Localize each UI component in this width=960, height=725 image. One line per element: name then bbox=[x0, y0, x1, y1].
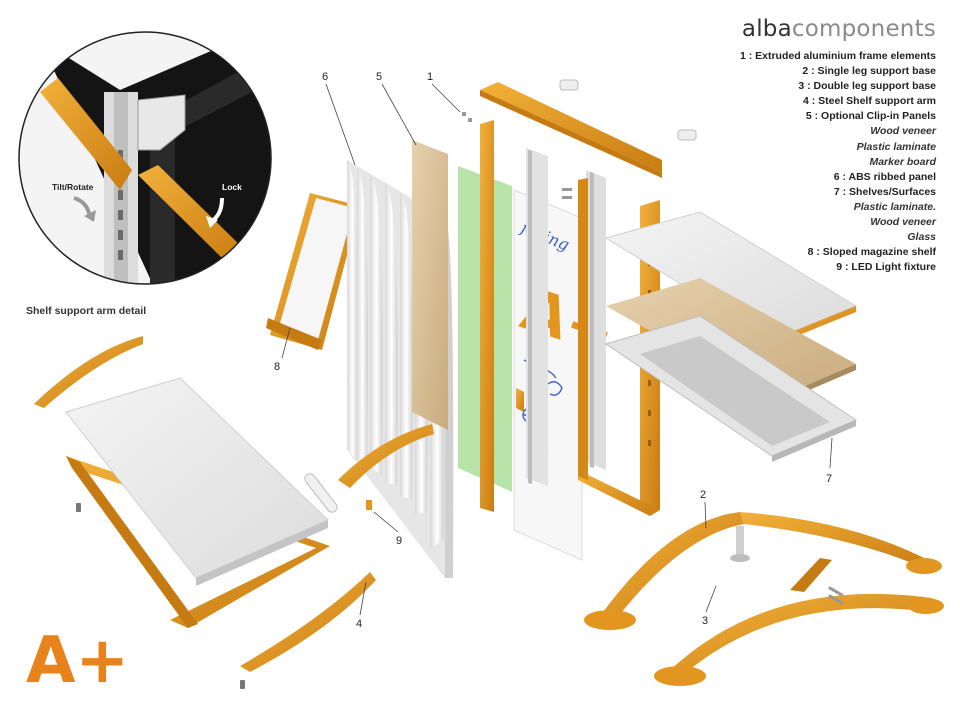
legend-subitem: Marker board bbox=[869, 155, 936, 168]
leader-lines bbox=[281, 83, 833, 616]
shelves bbox=[604, 211, 858, 462]
legend-subitem: Glass bbox=[907, 231, 936, 244]
detail-caption: Shelf support arm detail bbox=[26, 305, 147, 317]
legend-item: 3 : Double leg support base bbox=[798, 80, 936, 93]
legend-item: 8 : Sloped magazine shelf bbox=[807, 246, 936, 259]
support-bases bbox=[584, 512, 944, 686]
parts-legend: 1 : Extruded aluminium frame elements 2 :… bbox=[740, 49, 936, 275]
led-fixture bbox=[304, 424, 434, 513]
label-9: 9 bbox=[396, 535, 402, 547]
label-6: 6 bbox=[322, 71, 328, 83]
legend-subitem: Wood veneer bbox=[870, 125, 936, 138]
label-3: 3 bbox=[702, 615, 708, 627]
legend-item: 9 : LED Light fixture bbox=[836, 261, 936, 274]
aluminium-frame bbox=[462, 79, 697, 516]
label-2: 2 bbox=[700, 489, 706, 501]
label-4: 4 bbox=[356, 618, 362, 630]
legend-subitem: Plastic laminate. bbox=[853, 200, 936, 213]
aplus-logo: A+ bbox=[26, 624, 129, 698]
legend-item: 7 : Shelves/Surfaces bbox=[833, 185, 936, 198]
label-5: 5 bbox=[376, 71, 382, 83]
legend-item: 2 : Single leg support base bbox=[802, 65, 936, 78]
legend-item: 4 : Steel Shelf support arm bbox=[802, 95, 936, 108]
shelf-assembly-left bbox=[34, 336, 376, 689]
lock-label: Lock bbox=[222, 182, 242, 192]
label-7: 7 bbox=[826, 473, 832, 485]
legend-item: 5 : Optional Clip-in Panels bbox=[805, 110, 936, 123]
legend-subitem: Wood veneer bbox=[870, 216, 936, 229]
detail-circle: Tilt/Rotate Lock bbox=[18, 31, 272, 285]
brand-suffix: components bbox=[791, 16, 936, 42]
label-1: 1 bbox=[427, 71, 433, 83]
legend-item: 1 : Extruded aluminium frame elements bbox=[739, 50, 936, 62]
magazine-shelf bbox=[266, 193, 360, 350]
legend-item: 6 : ABS ribbed panel bbox=[833, 170, 936, 183]
brand-logo: albacomponents bbox=[742, 16, 936, 42]
brand-prefix: alba bbox=[741, 16, 792, 42]
legend-subitem: Plastic laminate bbox=[856, 140, 936, 153]
label-8: 8 bbox=[274, 361, 280, 373]
tilt-label: Tilt/Rotate bbox=[52, 182, 94, 192]
